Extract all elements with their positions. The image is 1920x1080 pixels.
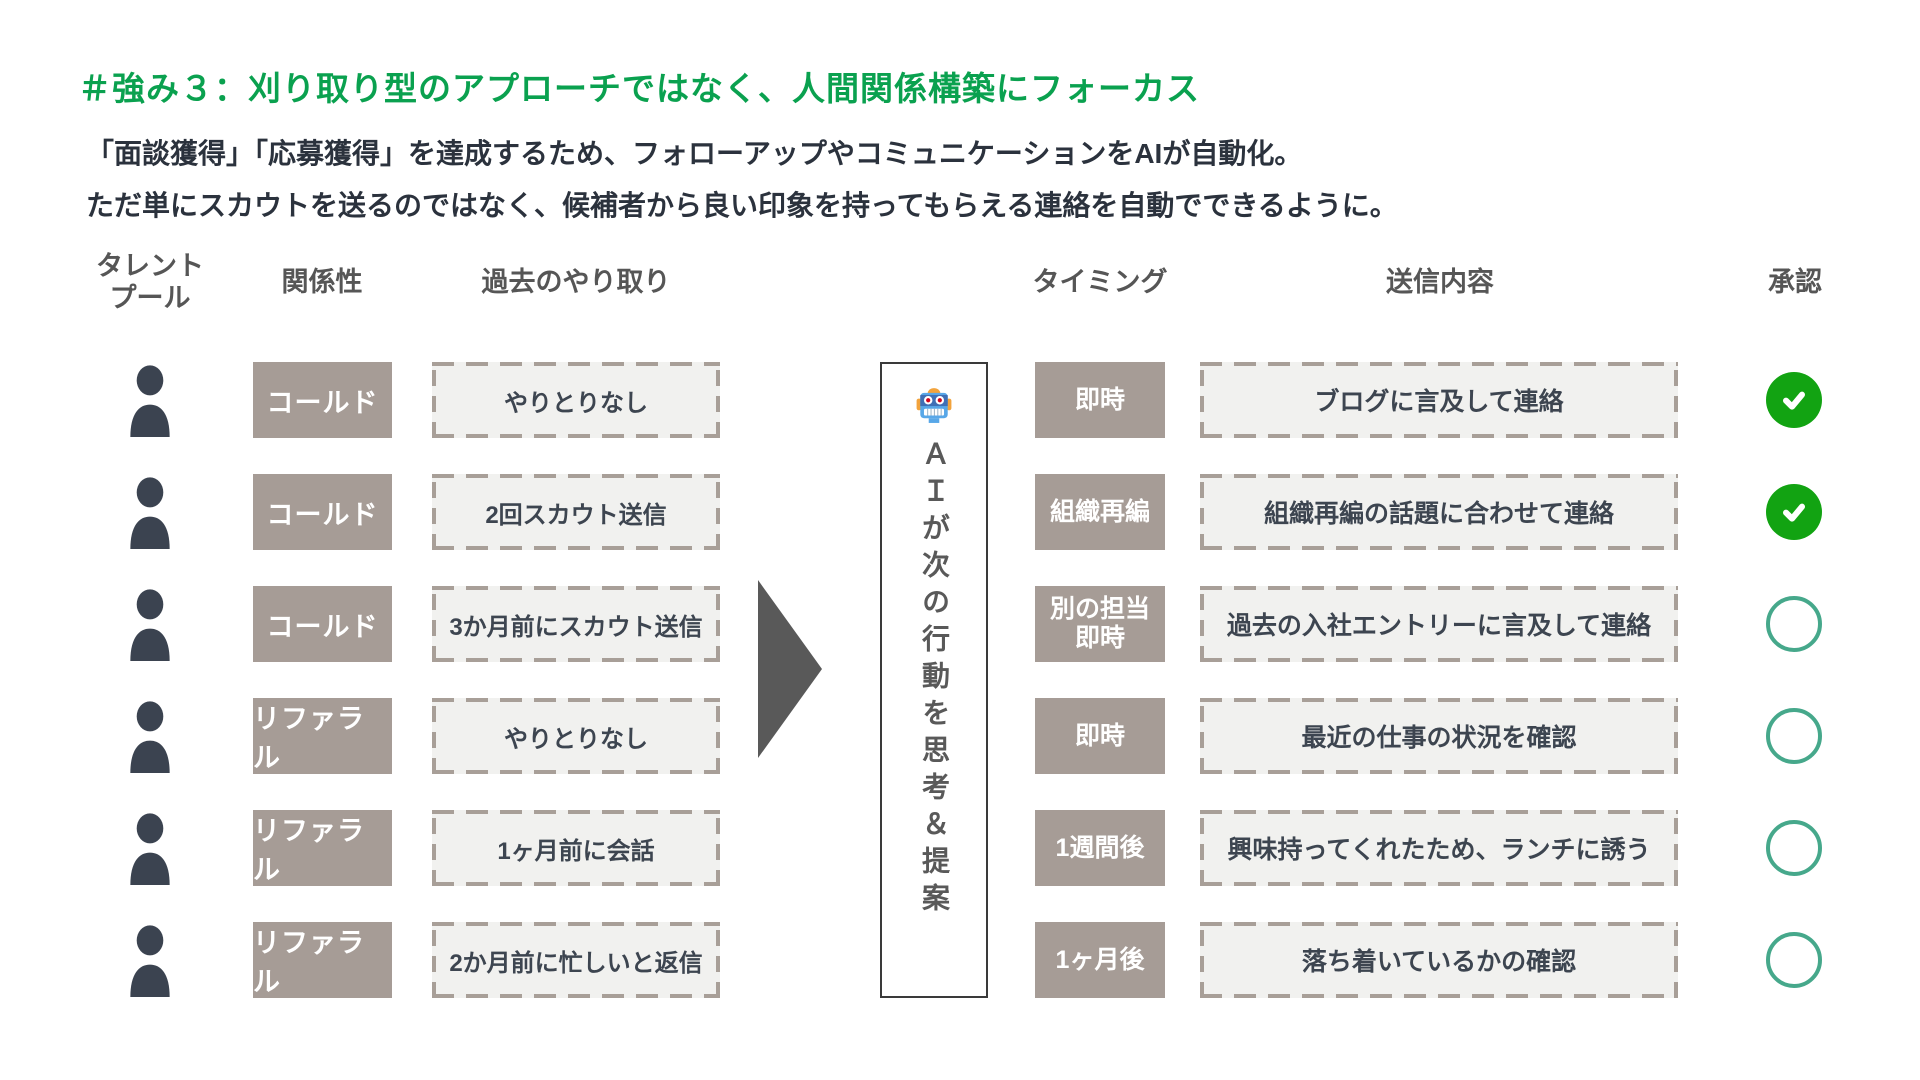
approval-cell bbox=[1766, 362, 1822, 438]
timing-label: 1ヶ月後 bbox=[1035, 922, 1165, 998]
slide-title: ＃強み３：刈り取り型のアプローチではなく、人間関係構築にフォーカス bbox=[78, 70, 1200, 107]
pipeline-row: コールド 3か月前にスカウト送信 別の担当 即時 過去の入社エントリーに言及して… bbox=[0, 586, 1920, 662]
approval-cell bbox=[1766, 810, 1822, 886]
person-icon bbox=[118, 362, 182, 438]
header-send-content: 送信内容 bbox=[1386, 267, 1494, 297]
relationship-label: リファラル bbox=[253, 922, 392, 998]
send-content-box: 組織再編の話題に合わせて連絡 bbox=[1200, 474, 1678, 550]
timing-label: 1週間後 bbox=[1035, 810, 1165, 886]
ai-thinking-box: ＡＩが次の行動を思考＆提案 bbox=[880, 362, 988, 998]
past-interaction-box: やりとりなし bbox=[432, 362, 720, 438]
send-content-box: ブログに言及して連絡 bbox=[1200, 362, 1678, 438]
subtitle-line-2: ただ単にスカウトを送るのではなく、候補者から良い印象を持ってもらえる連絡を自動で… bbox=[86, 189, 1398, 221]
relationship-label: リファラル bbox=[253, 810, 392, 886]
pipeline-row: リファラル やりとりなし 即時 最近の仕事の状況を確認 bbox=[0, 698, 1920, 774]
pipeline-row: リファラル 2か月前に忙しいと返信 1ヶ月後 落ち着いているかの確認 bbox=[0, 922, 1920, 998]
pending-approval-circle[interactable] bbox=[1766, 708, 1822, 764]
approved-check-icon[interactable] bbox=[1766, 484, 1822, 540]
approval-cell bbox=[1766, 586, 1822, 662]
timing-label: 組織再編 bbox=[1035, 474, 1165, 550]
header-past-interactions: 過去のやり取り bbox=[481, 267, 671, 297]
approval-cell bbox=[1766, 474, 1822, 550]
past-interaction-box: 2回スカウト送信 bbox=[432, 474, 720, 550]
person-icon bbox=[118, 586, 182, 662]
flow-arrow-icon bbox=[758, 580, 822, 758]
relationship-label: コールド bbox=[253, 586, 392, 662]
pending-approval-circle[interactable] bbox=[1766, 596, 1822, 652]
timing-label: 別の担当 即時 bbox=[1035, 586, 1165, 662]
relationship-label: コールド bbox=[253, 362, 392, 438]
header-relationship: 関係性 bbox=[281, 267, 363, 297]
pipeline-row: コールド 2回スカウト送信 組織再編 組織再編の話題に合わせて連絡 bbox=[0, 474, 1920, 550]
header-approval: 承認 bbox=[1768, 267, 1822, 297]
send-content-box: 最近の仕事の状況を確認 bbox=[1200, 698, 1678, 774]
past-interaction-box: 3か月前にスカウト送信 bbox=[432, 586, 720, 662]
relationship-label: リファラル bbox=[253, 698, 392, 774]
person-icon bbox=[118, 474, 182, 550]
person-icon bbox=[118, 810, 182, 886]
header-talent-pool: タレント プール bbox=[96, 251, 204, 314]
pipeline-row: コールド やりとりなし 即時 ブログに言及して連絡 bbox=[0, 362, 1920, 438]
past-interaction-box: 1ヶ月前に会話 bbox=[432, 810, 720, 886]
send-content-box: 落ち着いているかの確認 bbox=[1200, 922, 1678, 998]
timing-label: 即時 bbox=[1035, 698, 1165, 774]
ai-vertical-text: ＡＩが次の行動を思考＆提案 bbox=[919, 439, 950, 920]
timing-label: 即時 bbox=[1035, 362, 1165, 438]
approval-cell bbox=[1766, 922, 1822, 998]
person-icon bbox=[118, 922, 182, 998]
approved-check-icon[interactable] bbox=[1766, 372, 1822, 428]
header-timing: タイミング bbox=[1032, 267, 1168, 297]
past-interaction-box: 2か月前に忙しいと返信 bbox=[432, 922, 720, 998]
relationship-label: コールド bbox=[253, 474, 392, 550]
slide-subtitle: 「面談獲得」「応募獲得」を達成するため、フォローアップやコミュニケーションをAI… bbox=[86, 128, 1398, 232]
approval-cell bbox=[1766, 698, 1822, 774]
pipeline-row: リファラル 1ヶ月前に会話 1週間後 興味持ってくれたため、ランチに誘う bbox=[0, 810, 1920, 886]
pending-approval-circle[interactable] bbox=[1766, 932, 1822, 988]
send-content-box: 過去の入社エントリーに言及して連絡 bbox=[1200, 586, 1678, 662]
send-content-box: 興味持ってくれたため、ランチに誘う bbox=[1200, 810, 1678, 886]
past-interaction-box: やりとりなし bbox=[432, 698, 720, 774]
subtitle-line-1: 「面談獲得」「応募獲得」を達成するため、フォローアップやコミュニケーションをAI… bbox=[86, 138, 1303, 169]
person-icon bbox=[118, 698, 182, 774]
pending-approval-circle[interactable] bbox=[1766, 820, 1822, 876]
robot-icon bbox=[915, 386, 953, 429]
